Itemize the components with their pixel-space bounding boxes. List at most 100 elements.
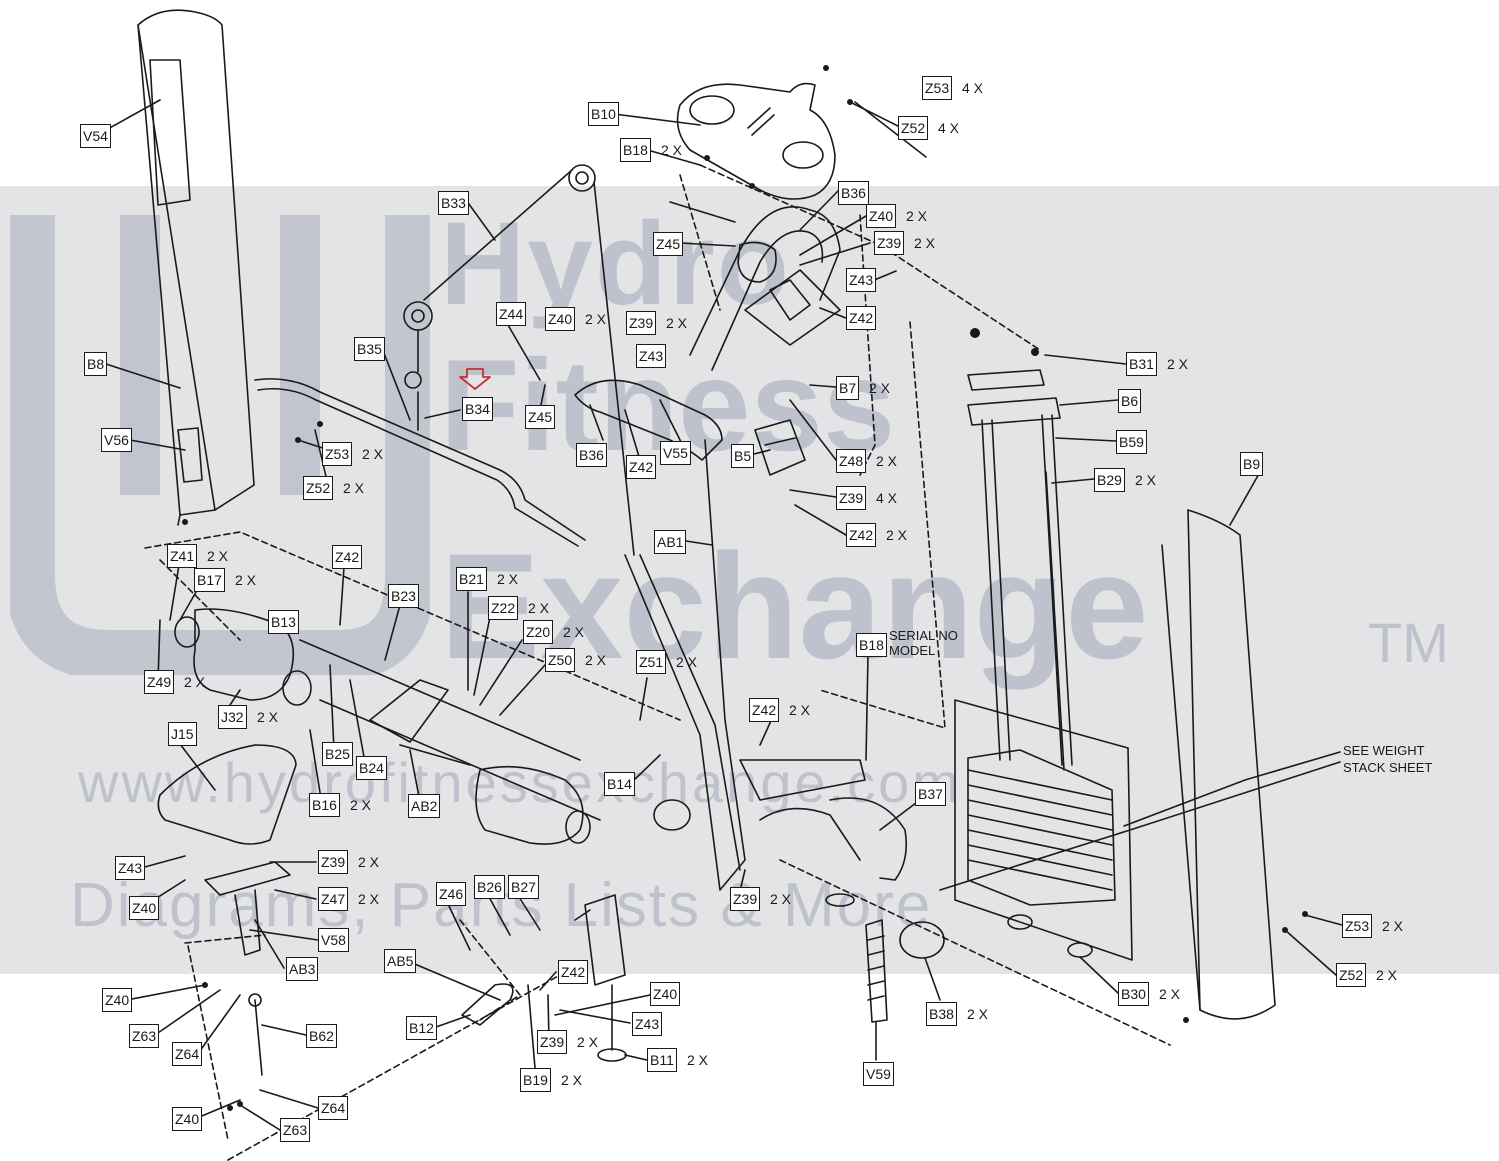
part-quantity: 2 X: [661, 142, 683, 158]
part-callout-v58: V58: [318, 928, 349, 952]
part-quantity: 2 X: [235, 572, 257, 588]
part-callout-b14: B14: [604, 772, 635, 796]
part-quantity: 2 X: [497, 571, 519, 587]
part-callout-b18: B18: [620, 138, 651, 162]
part-callout-z42: Z42: [558, 960, 589, 984]
part-callout-z53: Z53: [922, 76, 953, 100]
part-callout-b5: B5: [731, 444, 755, 468]
part-callout-b13: B13: [268, 610, 299, 634]
part-callout-b7: B7: [836, 376, 860, 400]
part-quantity: 2 X: [1382, 918, 1404, 934]
part-callout-z42: Z42: [846, 523, 877, 547]
serial-number-note: SERIAL NO: [889, 628, 958, 643]
part-callout-z48: Z48: [836, 449, 867, 473]
part-callout-b21: B21: [456, 567, 487, 591]
part-callout-b16: B16: [309, 793, 340, 817]
part-quantity: 2 X: [676, 654, 698, 670]
part-callout-z52: Z52: [1336, 963, 1367, 987]
part-callout-b31: B31: [1126, 352, 1157, 376]
part-callout-v59: V59: [863, 1062, 894, 1086]
part-quantity: 4 X: [876, 490, 898, 506]
part-callout-z41: Z41: [167, 544, 198, 568]
part-callout-b12: B12: [406, 1016, 437, 1040]
part-callout-b19: B19: [520, 1068, 551, 1092]
part-quantity: 2 X: [528, 600, 550, 616]
part-quantity: 2 X: [1135, 472, 1157, 488]
part-quantity: 4 X: [938, 120, 960, 136]
part-callout-z42: Z42: [846, 306, 877, 330]
part-callout-ab5: AB5: [384, 949, 417, 973]
part-quantity: 2 X: [257, 709, 279, 725]
part-callout-b23: B23: [388, 584, 419, 608]
part-callout-b17: B17: [194, 568, 225, 592]
part-quantity: 2 X: [869, 380, 891, 396]
part-callout-z22: Z22: [488, 596, 519, 620]
part-quantity: 4 X: [962, 80, 984, 96]
part-callout-z42: Z42: [332, 545, 363, 569]
part-callout-z42: Z42: [626, 455, 657, 479]
part-callout-z53: Z53: [322, 442, 353, 466]
logo-mark-icon: [10, 215, 430, 675]
part-callout-b59: B59: [1116, 430, 1147, 454]
arrow-down-icon: [459, 368, 491, 390]
part-quantity: 2 X: [561, 1072, 583, 1088]
part-callout-z52: Z52: [898, 116, 929, 140]
part-quantity: 2 X: [350, 797, 372, 813]
part-callout-b25: B25: [322, 742, 353, 766]
part-quantity: 2 X: [906, 208, 928, 224]
weight-stack-note-line2: STACK SHEET: [1343, 760, 1433, 775]
part-callout-z43: Z43: [846, 268, 877, 292]
part-quantity: 2 X: [770, 891, 792, 907]
part-callout-z45: Z45: [653, 232, 684, 256]
part-quantity: 2 X: [362, 446, 384, 462]
part-callout-b8: B8: [84, 352, 108, 376]
weight-stack-note-line1: SEE WEIGHT: [1343, 743, 1425, 758]
part-callout-b18: B18: [856, 633, 887, 657]
part-quantity: 2 X: [687, 1052, 709, 1068]
part-callout-z40: Z40: [545, 307, 576, 331]
part-callout-z40: Z40: [650, 982, 681, 1006]
part-quantity: 2 X: [343, 480, 365, 496]
part-callout-z40: Z40: [866, 204, 897, 228]
part-callout-b10: B10: [588, 102, 619, 126]
part-quantity: 2 X: [358, 891, 380, 907]
part-callout-z39: Z39: [537, 1030, 568, 1054]
part-callout-b37: B37: [915, 782, 946, 806]
part-callout-z39: Z39: [836, 486, 867, 510]
part-callout-z63: Z63: [129, 1024, 160, 1048]
part-callout-z50: Z50: [545, 648, 576, 672]
part-callout-ab1: AB1: [654, 530, 687, 554]
part-callout-z43: Z43: [636, 344, 667, 368]
part-callout-z64: Z64: [172, 1042, 203, 1066]
part-callout-z53: Z53: [1342, 914, 1373, 938]
part-callout-b26: B26: [474, 875, 505, 899]
part-callout-b27: B27: [508, 875, 539, 899]
part-callout-z39: Z39: [874, 231, 905, 255]
part-callout-b29: B29: [1094, 468, 1125, 492]
part-quantity: 2 X: [207, 548, 229, 564]
part-callout-z40: Z40: [102, 988, 133, 1012]
part-callout-b35: B35: [354, 337, 385, 361]
part-quantity: 2 X: [1376, 967, 1398, 983]
part-callout-b36: B36: [838, 181, 869, 205]
part-callout-b6: B6: [1118, 389, 1142, 413]
part-callout-z46: Z46: [436, 882, 467, 906]
part-callout-v54: V54: [80, 124, 111, 148]
part-quantity: 2 X: [585, 311, 607, 327]
part-callout-j15: J15: [168, 722, 197, 746]
part-callout-z43: Z43: [632, 1012, 663, 1036]
part-callout-z40: Z40: [129, 896, 160, 920]
part-callout-z44: Z44: [496, 302, 527, 326]
part-quantity: 2 X: [577, 1034, 599, 1050]
part-callout-ab3: AB3: [286, 957, 319, 981]
part-quantity: 2 X: [914, 235, 936, 251]
part-quantity: 2 X: [563, 624, 585, 640]
part-callout-z45: Z45: [525, 405, 556, 429]
part-callout-z42: Z42: [749, 698, 780, 722]
part-quantity: 2 X: [1167, 356, 1189, 372]
part-callout-z49: Z49: [144, 670, 175, 694]
part-callout-z39: Z39: [730, 887, 761, 911]
part-callout-z52: Z52: [303, 476, 334, 500]
part-quantity: 2 X: [967, 1006, 989, 1022]
